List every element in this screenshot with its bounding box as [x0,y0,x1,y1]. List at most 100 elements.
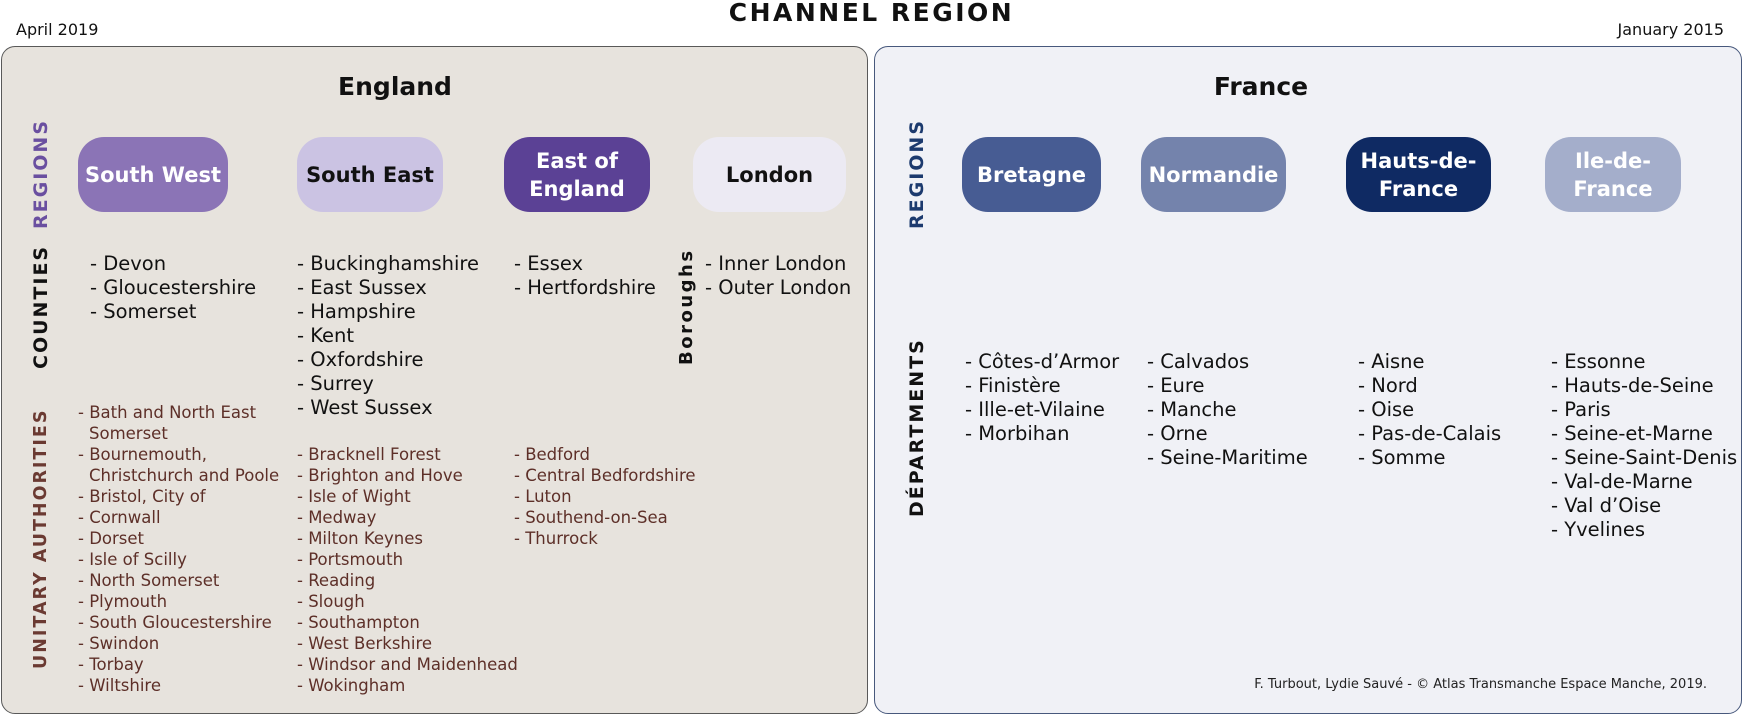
list-item: - Essonne [1551,350,1646,373]
list-item: - East Sussex [297,276,427,299]
region-hauts-de-france: Hauts-de-France [1346,137,1491,212]
region-london: London [693,137,846,212]
list-item: - Plymouth [78,592,168,611]
list-item: - Manche [1147,398,1237,421]
counties-label: COUNTIES [30,244,52,369]
counties-east-of-england: - Essex - Hertfordshire [514,252,656,300]
page-title: CHANNEL REGION [728,0,1015,27]
list-item: - Southend-on-Sea [514,508,668,527]
list-item: - Finistère [965,374,1061,397]
list-item: - Orne [1147,422,1208,445]
list-item: - Oxfordshire [297,348,424,371]
list-item: - Pas-de-Calais [1358,422,1502,445]
list-item: - Bath and North East [78,403,257,422]
region-south-east: South East [297,137,443,212]
region-bretagne: Bretagne [962,137,1101,212]
unitary-east-of-england: - Bedford - Central Bedfordshire - Luton… [514,444,696,549]
list-item: - Hertfordshire [514,276,656,299]
list-item: - Medway [297,508,377,527]
list-item: - Yvelines [1551,518,1646,541]
departments-ile-de-france: - Essonne - Hauts-de-Seine - Paris - Sei… [1551,350,1737,542]
list-item: - Seine-Saint-Denis [1551,446,1738,469]
list-item: - Kent [297,324,355,347]
credit-line: F. Turbout, Lydie Sauvé - © Atlas Transm… [1254,677,1707,692]
list-item: - Reading [297,571,376,590]
list-item: - Hauts-de-Seine [1551,374,1714,397]
list-item: - Essex [514,252,584,275]
unitary-authorities-label: UNITARY AUTHORITIES [31,408,51,669]
unitary-south-west: - Bath and North East Somerset - Bournem… [78,402,279,696]
counties-south-west: - Devon - Gloucestershire - Somerset [90,252,256,324]
list-item: - Paris [1551,398,1611,421]
list-item: - Wokingham [297,676,406,695]
unitary-south-east: - Bracknell Forest - Brighton and Hove -… [297,444,518,696]
regions-label-france: REGIONS [906,118,928,229]
departments-bretagne: - Côtes-d’Armor - Finistère - Ille-et-Vi… [965,350,1119,446]
list-item: - Isle of Scilly [78,550,187,569]
list-item: - Côtes-d’Armor [965,350,1120,373]
list-item-continuation: Christchurch and Poole [89,466,280,485]
list-item: - Portsmouth [297,550,404,569]
list-item: - West Sussex [297,396,433,419]
list-item: - Luton [514,487,572,506]
region-east-of-england: East of England [504,137,650,212]
regions-label-england: REGIONS [30,118,52,229]
region-south-west: South West [78,137,228,212]
list-item: - Central Bedfordshire [514,466,696,485]
list-item: - Hampshire [297,300,416,323]
region-normandie: Normandie [1141,137,1286,212]
list-item: - Bournemouth, [78,445,207,464]
departments-label: DÉPARTMENTS [906,338,928,517]
list-item: - Nord [1358,374,1418,397]
list-item: - Somme [1358,446,1446,469]
list-item: - Isle of Wight [297,487,411,506]
list-item: - Eure [1147,374,1205,397]
list-item: - Bedford [514,445,591,464]
list-item: - Val-de-Marne [1551,470,1693,493]
list-item: - Gloucestershire [90,276,257,299]
england-heading: England [338,72,452,101]
list-item: - Aisne [1358,350,1425,373]
list-item: - Slough [297,592,365,611]
list-item: - Swindon [78,634,160,653]
list-item: - Brighton and Hove [297,466,463,485]
list-item: - Seine-et-Marne [1551,422,1713,445]
list-item: - Somerset [90,300,197,323]
list-item: - Dorset [78,529,144,548]
list-item: - Surrey [297,372,374,395]
list-item: - Devon [90,252,167,275]
boroughs-london: - Inner London - Outer London [705,252,851,300]
list-item: - South Gloucestershire [78,613,272,632]
list-item: - Ille-et-Vilaine [965,398,1105,421]
date-right: January 2015 [1617,20,1724,39]
list-item: - Windsor and Maidenhead [297,655,518,674]
list-item: - Buckinghamshire [297,252,479,275]
list-item: - Morbihan [965,422,1070,445]
boroughs-label: Boroughs [676,248,697,365]
departments-hauts-de-france: - Aisne - Nord - Oise - Pas-de-Calais - … [1358,350,1501,470]
list-item: - Bracknell Forest [297,445,441,464]
region-ile-de-france: Ile-de-France [1545,137,1681,212]
list-item: - Cornwall [78,508,161,527]
list-item: - Bristol, City of [78,487,206,506]
list-item: - Wiltshire [78,676,161,695]
list-item: Christchurch and Poole [78,465,279,486]
france-heading: France [1213,72,1309,101]
departments-normandie: - Calvados - Eure - Manche - Orne - Sein… [1147,350,1308,470]
list-item: Somerset [78,423,279,444]
list-item: - North Somerset [78,571,220,590]
list-item: - Calvados [1147,350,1250,373]
list-item-continuation: Somerset [89,424,168,443]
list-item: - Oise [1358,398,1415,421]
list-item: - Milton Keynes [297,529,423,548]
list-item: - Seine-Maritime [1147,446,1308,469]
counties-south-east: - Buckinghamshire - East Sussex - Hampsh… [297,252,479,420]
list-item: - Val d’Oise [1551,494,1662,517]
list-item: - Thurrock [514,529,598,548]
list-item: - Inner London [705,252,847,275]
list-item: - Torbay [78,655,144,674]
list-item: - West Berkshire [297,634,433,653]
list-item: - Outer London [705,276,852,299]
list-item: - Southampton [297,613,420,632]
date-left: April 2019 [16,20,99,39]
